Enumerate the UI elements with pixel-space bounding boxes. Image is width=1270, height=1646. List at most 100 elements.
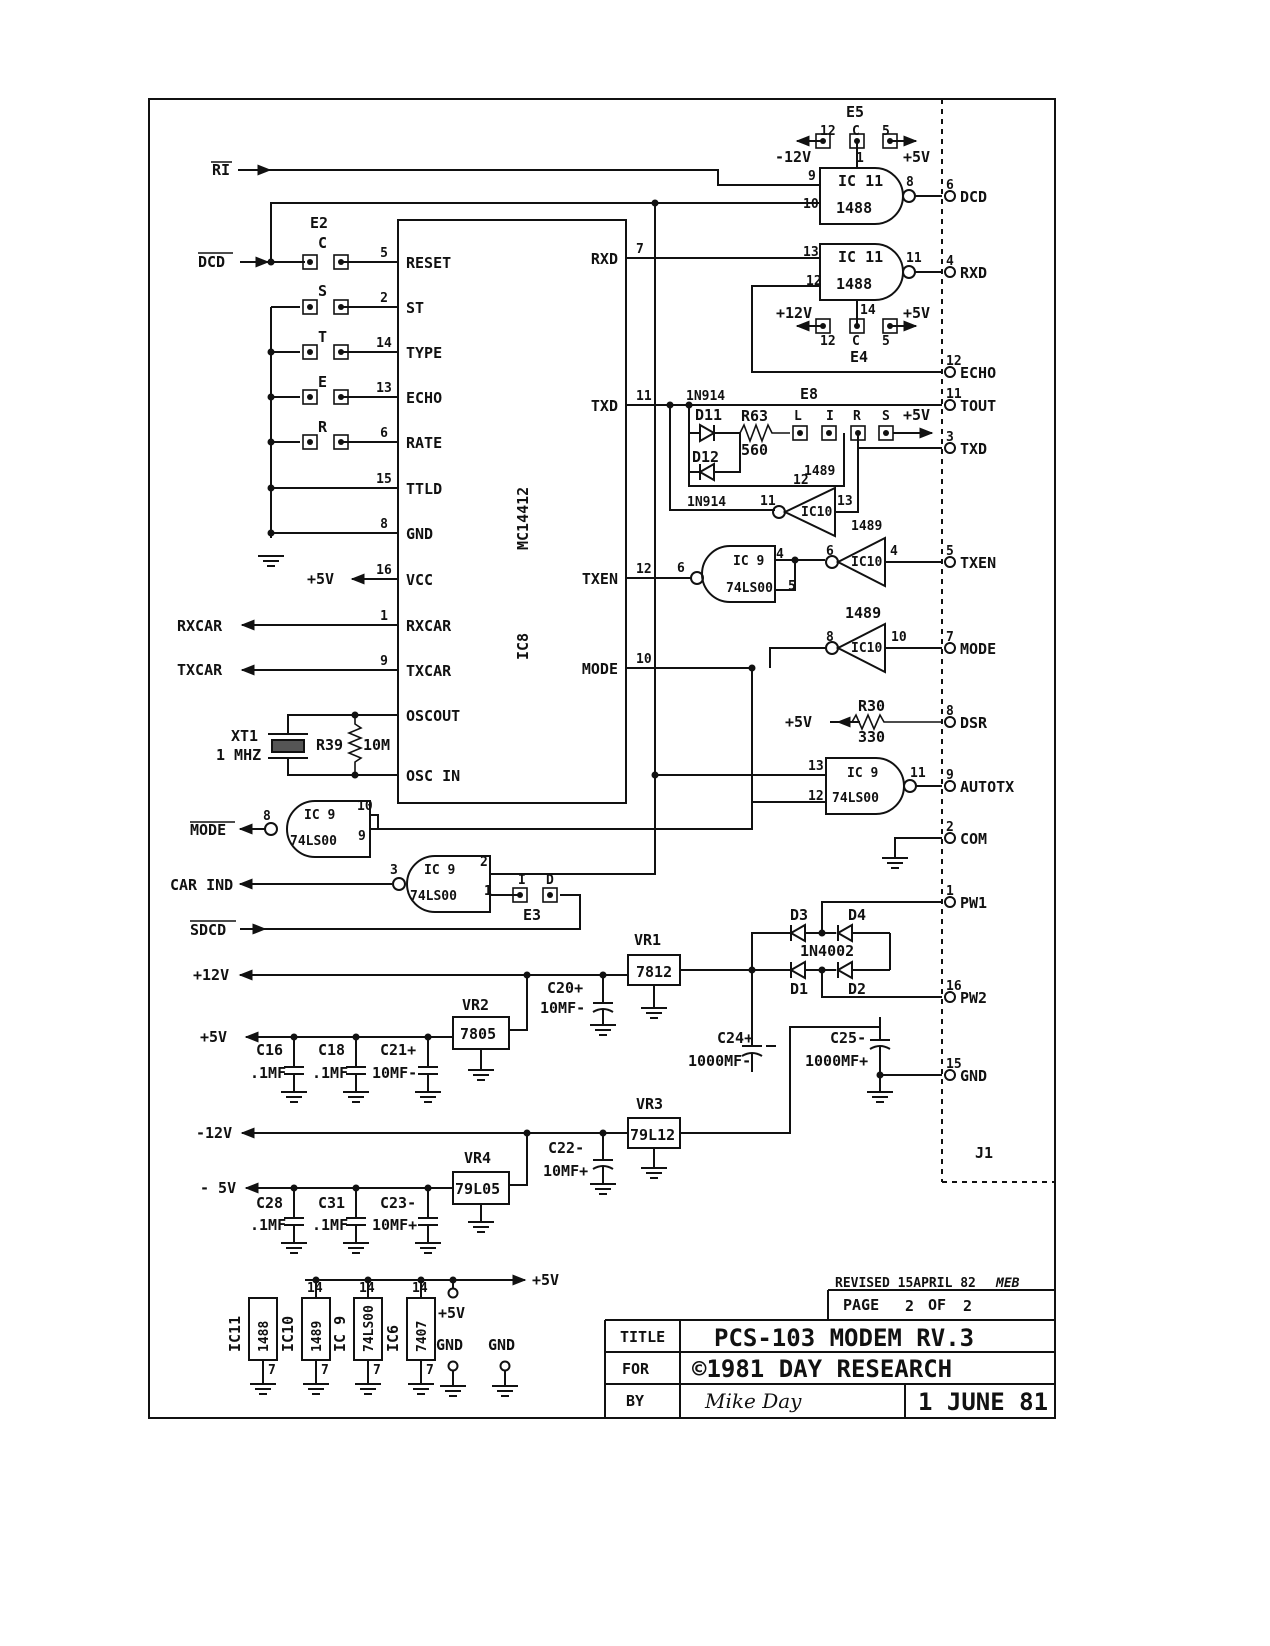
supply-ic-gnd-pin: 7	[268, 1363, 276, 1378]
ground-symbol	[468, 1221, 494, 1233]
capacitor	[346, 1033, 366, 1092]
svg-text:E4: E4	[850, 348, 868, 366]
svg-text:8: 8	[906, 175, 914, 190]
j1-pin-name: TXEN	[960, 554, 996, 572]
svg-text:PAGE: PAGE	[843, 1296, 879, 1314]
svg-text:I: I	[826, 409, 834, 424]
vcc-supply: +5V	[307, 570, 398, 588]
svg-text:I: I	[518, 873, 526, 888]
svg-text:12: 12	[808, 789, 824, 804]
svg-text:1000MF+: 1000MF+	[805, 1052, 868, 1070]
ic8-pin-num: 15	[376, 472, 392, 487]
svg-text:10: 10	[357, 799, 373, 814]
svg-text:1 MHZ: 1 MHZ	[216, 746, 261, 764]
jumper-pads	[302, 133, 898, 903]
txd-section: D11 D12 1N914 1N914 R63 560	[626, 389, 942, 511]
svg-text:2: 2	[963, 1297, 972, 1315]
jumper-pad	[542, 887, 558, 903]
svg-text:1N914: 1N914	[686, 389, 725, 404]
signal-ri: RI	[212, 161, 230, 179]
j1-pin-num: 4	[946, 254, 954, 269]
svg-text:.1MF: .1MF	[250, 1216, 286, 1234]
j1-pin-name: PW1	[960, 894, 987, 912]
svg-text:+5V: +5V	[903, 406, 930, 424]
j1-pin-name: AUTOTX	[960, 778, 1014, 796]
svg-text:1N4002: 1N4002	[800, 942, 854, 960]
ic8-part: MC14412	[514, 487, 532, 550]
jumper-pad	[878, 425, 894, 441]
svg-text:IC10: IC10	[851, 641, 882, 656]
ground-symbol	[641, 1007, 667, 1019]
svg-text:-12V: -12V	[775, 148, 811, 166]
j1-pin-num: 9	[946, 768, 954, 783]
svg-text:FOR: FOR	[622, 1360, 650, 1378]
svg-text:C25-: C25-	[830, 1029, 866, 1047]
ic8-pin-name: RXCAR	[406, 617, 452, 635]
svg-text:R30: R30	[858, 697, 885, 715]
j1-label: J1	[975, 1144, 993, 1162]
svg-text:VR2: VR2	[462, 996, 489, 1014]
j1-pin-name: COM	[960, 830, 987, 848]
ic8-pin-name: GND	[406, 525, 433, 543]
svg-text:S: S	[318, 282, 327, 300]
svg-text:10MF-: 10MF-	[372, 1064, 417, 1082]
svg-text:13: 13	[808, 759, 824, 774]
j1-pin-name: TXD	[960, 440, 987, 458]
svg-text:14: 14	[860, 303, 876, 318]
svg-text:2: 2	[480, 855, 488, 870]
e5-jumper: E5 12 C 5 -12V +5V	[775, 103, 930, 166]
supply-ic-gnd-pin: 7	[426, 1363, 434, 1378]
svg-text:+5V: +5V	[903, 304, 930, 322]
supply-ic-part: 7407	[415, 1321, 430, 1352]
svg-text:IC10: IC10	[851, 555, 882, 570]
mode-net	[370, 667, 753, 830]
ground-symbol	[303, 1383, 329, 1395]
svg-text:12: 12	[820, 124, 836, 139]
supply-ic-block: +5V +5V GND GND	[305, 1271, 559, 1386]
jumper-pad	[302, 254, 318, 270]
svg-text:R39: R39	[316, 736, 343, 754]
ground-symbol	[281, 1242, 307, 1254]
svg-text:IC10: IC10	[801, 505, 832, 520]
svg-text:REVISED 15APRIL 82: REVISED 15APRIL 82	[835, 1276, 976, 1291]
svg-text:1489: 1489	[851, 519, 882, 534]
signal-carind: CAR IND	[170, 876, 233, 894]
ic8-ref: IC8	[514, 633, 532, 660]
svg-text:MEB: MEB	[995, 1276, 1020, 1291]
ic9-gate-mode: IC 9 74LS00 10 9 8	[263, 799, 379, 858]
com-ground	[882, 837, 942, 869]
svg-text:Mike Day: Mike Day	[704, 1389, 802, 1413]
ic10-buffer-txen: IC10 1489 4 6	[825, 519, 942, 588]
jumper-pad	[302, 434, 318, 450]
svg-text:BY: BY	[626, 1392, 644, 1410]
j1-pin-num: 5	[946, 544, 954, 559]
ic8-pin-name: RATE	[406, 434, 442, 452]
ic8-pin-name: TTLD	[406, 480, 442, 498]
ground-symbol	[590, 1183, 616, 1195]
svg-text:11: 11	[760, 494, 776, 509]
crystal-xt1: XT1 1 MHZ R39 10M	[216, 711, 398, 779]
e4-jumper: E4 12 C 5 +12V +5V	[776, 304, 930, 366]
supply-ic-vcc-pin: 14	[359, 1281, 375, 1296]
j1-pins: 6DCD4RXD12ECHO11TOUT3TXD5TXEN7MODE8DSR9A…	[944, 178, 1014, 1085]
jumper-pad	[333, 434, 349, 450]
svg-text:79L05: 79L05	[455, 1180, 500, 1198]
supply-ic-part: 1489	[310, 1321, 325, 1352]
ic8-pin-name: TXD	[591, 397, 618, 415]
ground-symbol	[343, 1091, 369, 1103]
svg-text:1: 1	[484, 884, 492, 899]
svg-text:4: 4	[890, 544, 898, 559]
jumper-pad	[333, 389, 349, 405]
ground-symbol	[281, 1091, 307, 1103]
ic8-pin-num: 14	[376, 336, 392, 351]
ground-symbol	[440, 1385, 466, 1397]
